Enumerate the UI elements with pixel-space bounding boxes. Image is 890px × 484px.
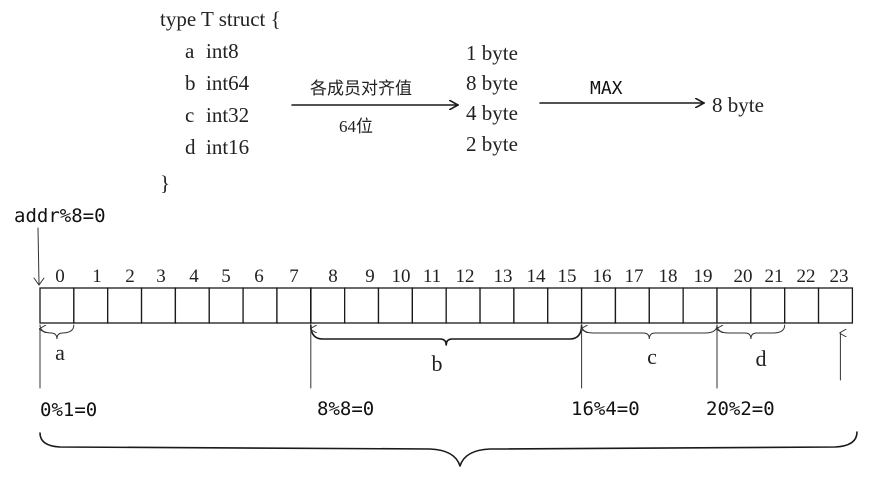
field-a-type: int8 [206, 39, 239, 63]
byte-index: 22 [797, 266, 816, 287]
memory-cell-8 [310, 287, 346, 324]
arrow1-bottom-label: 64位 [339, 117, 373, 136]
memory-cell-0 [39, 287, 75, 324]
field-a-label: a [55, 340, 65, 365]
memory-cell-11 [411, 287, 447, 324]
field-c-type: int32 [206, 103, 249, 127]
byte-index: 16 [593, 266, 612, 287]
field-c-label: c [647, 344, 657, 369]
field-markers: a 0%1=0 b 8%8=0 c 16%4=0 d 20%2=0 [39, 324, 840, 421]
memory-cell-6 [242, 287, 278, 324]
addr-arrow [37, 227, 40, 285]
field-d-label: d [756, 346, 767, 371]
memory-cell-5 [208, 287, 244, 324]
byte-index: 1 [92, 266, 102, 287]
field-b-name: b [185, 71, 196, 95]
memory-cell-1 [73, 287, 109, 324]
memory-cell-4 [174, 287, 210, 324]
struct-footer: } [160, 171, 170, 195]
byte-index: 8 [328, 266, 338, 287]
field-a-alignment-check: 0%1=0 [40, 399, 97, 421]
memory-cell-15 [547, 287, 583, 324]
memory-cell-13 [479, 287, 515, 324]
field-c-brace [581, 324, 718, 340]
field-b-brace [310, 324, 583, 346]
memory-cell-17 [614, 287, 650, 324]
byte-index: 3 [156, 266, 166, 287]
memory-cell-12 [445, 287, 481, 324]
field-d-type: int16 [206, 135, 249, 159]
byte-index: 11 [423, 266, 441, 287]
byte-index: 0 [55, 266, 65, 287]
byte-index: 9 [365, 266, 375, 287]
field-a-name: a [185, 39, 195, 63]
byte-index: 2 [125, 266, 135, 287]
arrow1-top-label: 各成员对齐值 [310, 79, 412, 98]
size-c: 4 byte [466, 101, 518, 125]
memory-cell-3 [140, 287, 177, 324]
field-d-name: d [185, 135, 196, 159]
memory-cell-21 [750, 287, 786, 324]
byte-index: 21 [765, 266, 784, 287]
field-c-alignment-check: 16%4=0 [571, 398, 640, 420]
byte-index: 13 [494, 266, 513, 287]
size-d: 2 byte [466, 132, 518, 156]
memory-cell-19 [682, 287, 718, 324]
size-b: 8 byte [466, 71, 518, 95]
addr-label: addr%8=0 [14, 205, 106, 227]
byte-index: 15 [558, 266, 577, 287]
memory-cell-16 [580, 287, 617, 324]
memory-cell-10 [377, 287, 413, 324]
byte-index: 19 [694, 266, 713, 287]
memory-cell-22 [784, 287, 820, 324]
struct-header: type T struct { [160, 7, 281, 31]
memory-cell-23 [817, 287, 854, 324]
field-b-type: int64 [206, 71, 250, 95]
field-d-alignment-check: 20%2=0 [706, 398, 775, 420]
byte-index: 23 [830, 266, 849, 287]
field-c-name: c [185, 103, 194, 127]
byte-index: 7 [289, 266, 299, 287]
field-b-alignment-check: 8%8=0 [317, 398, 374, 420]
size-a: 1 byte [466, 41, 518, 65]
arrow2-label: MAX [590, 78, 623, 99]
byte-index: 5 [221, 266, 231, 287]
total-size-brace [39, 431, 858, 467]
field-d-brace [716, 324, 786, 340]
memory-cell-20 [716, 287, 752, 324]
field-b-label: b [432, 351, 443, 376]
field-a-brace [39, 324, 75, 340]
memory-cell-18 [648, 287, 684, 324]
byte-index: 17 [625, 266, 644, 287]
byte-index: 6 [254, 266, 264, 287]
memory-cells [39, 287, 854, 324]
addr-arrow-head [33, 277, 45, 286]
byte-index: 10 [392, 266, 411, 287]
byte-index: 4 [189, 266, 199, 287]
memory-cell-7 [276, 287, 312, 324]
byte-index: 18 [659, 266, 678, 287]
byte-index: 20 [734, 266, 753, 287]
byte-index: 12 [456, 266, 475, 287]
byte-index: 14 [527, 266, 547, 287]
memory-cell-2 [107, 287, 143, 324]
memory-cell-14 [513, 287, 549, 324]
memory-cell-9 [343, 287, 380, 324]
max-result: 8 byte [712, 93, 764, 117]
